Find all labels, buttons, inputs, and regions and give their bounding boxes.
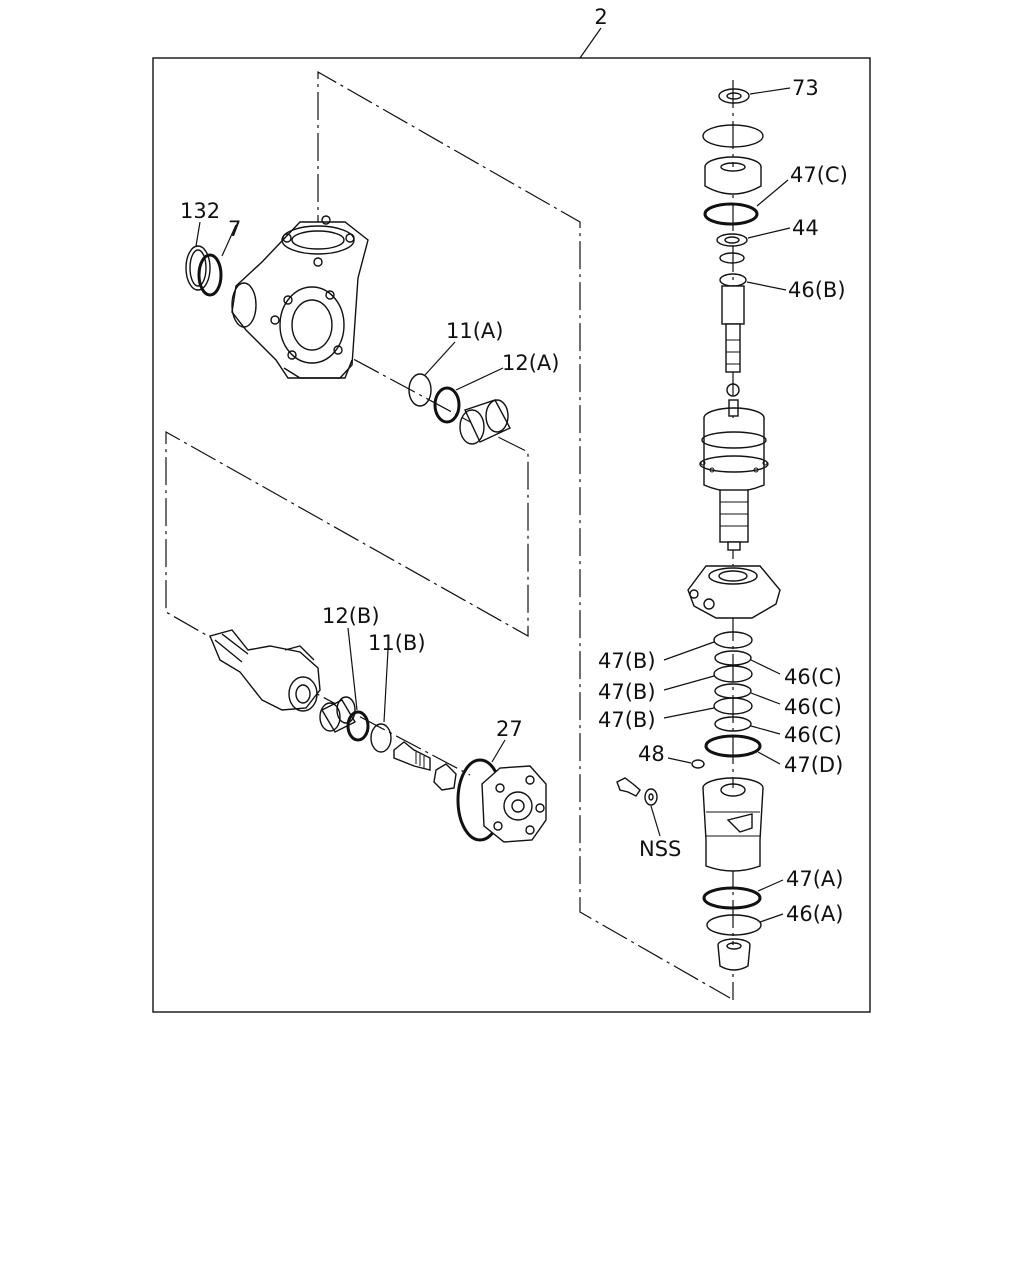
callout-47a: 47(A) (786, 867, 843, 891)
callout-132: 132 (180, 199, 220, 223)
bearing-44 (716, 233, 748, 264)
valve-housing (687, 565, 781, 619)
callout-7: 7 (228, 217, 241, 241)
callout-47b-1: 47(B) (598, 649, 656, 673)
sector-shaft (209, 629, 321, 712)
callout-47b-2: 47(B) (598, 680, 656, 704)
o-ring-47c (703, 202, 759, 226)
side-cover (481, 765, 547, 843)
callout-11b: 11(B) (368, 631, 426, 655)
callout-nss: NSS (639, 837, 681, 861)
callout-44: 44 (792, 216, 819, 240)
callout-47d: 47(D) (784, 753, 843, 777)
seal-ring-46c-3 (714, 716, 752, 732)
callout-46c-3: 46(C) (784, 723, 842, 747)
callout-46b: 46(B) (788, 278, 846, 302)
needle-bearing-lower (319, 696, 356, 733)
callout-11a: 11(A) (446, 319, 503, 343)
callout-46c-2: 46(C) (784, 695, 842, 719)
adjust-screw (393, 741, 431, 771)
assembly-frame (152, 57, 871, 1013)
o-ring-47a (702, 886, 762, 910)
snap-ring-11b (370, 723, 392, 753)
control-valve (699, 399, 769, 551)
o-ring-47b-3 (713, 697, 753, 715)
bolt-and-washer (616, 777, 658, 806)
seal-ring-12a (433, 386, 461, 424)
callout-12a: 12(A) (502, 351, 559, 375)
snap-ring-11a (408, 373, 432, 407)
snap-ring-7 (197, 253, 223, 297)
upper-cover (704, 156, 762, 195)
callout-73: 73 (792, 76, 819, 100)
assembly-leader (579, 27, 602, 59)
o-ring-47b-1 (713, 631, 753, 649)
callout-47c: 47(C) (790, 163, 848, 187)
power-piston (702, 777, 764, 872)
o-ring-47b-2 (713, 665, 753, 683)
dust-seal-73 (718, 88, 750, 104)
seal-ring-12b (346, 710, 370, 742)
seal-ring-46a (706, 914, 762, 936)
callout-47b-3: 47(B) (598, 708, 656, 732)
callout-46c-1: 46(C) (784, 665, 842, 689)
shaft-clip (726, 383, 740, 397)
callout-27: 27 (496, 717, 523, 741)
seal-ring-46c-1 (714, 650, 752, 666)
callout-assembly: 2 (594, 5, 607, 29)
stub-shaft (721, 285, 745, 373)
callout-48: 48 (638, 742, 665, 766)
end-plug (717, 938, 751, 971)
callout-46a: 46(A) (786, 902, 843, 926)
seal-48 (691, 759, 705, 769)
lock-nut (433, 763, 457, 791)
gear-housing (231, 215, 369, 379)
needle-bearing-upper (459, 399, 511, 445)
seal-ring-132 (185, 245, 211, 291)
callout-12b: 12(B) (322, 604, 380, 628)
o-ring-upper-cover (702, 124, 764, 148)
o-ring-47d (704, 734, 762, 758)
